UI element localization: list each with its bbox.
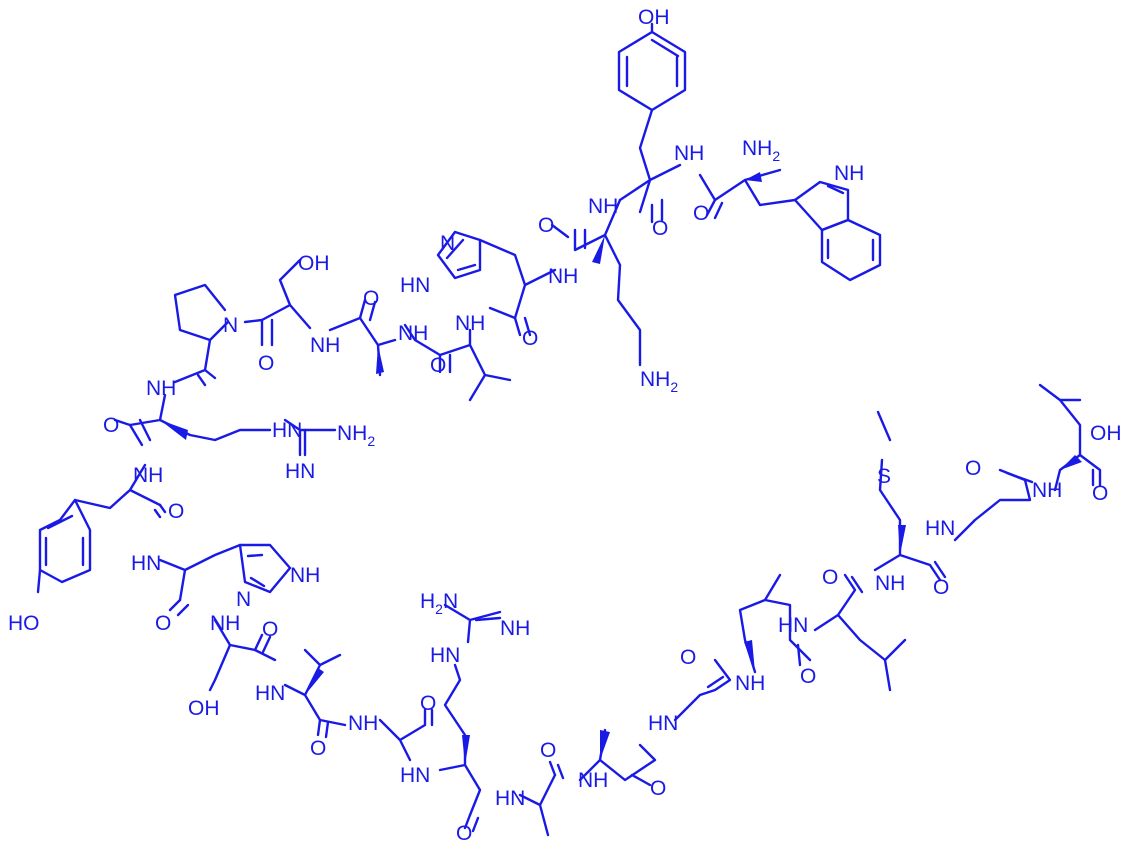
label-n-his2-ring: N [236, 588, 251, 611]
label-hn-his1: HN [400, 274, 430, 297]
label-nh-val-ala: NH [398, 322, 428, 345]
label-o-trp: O [693, 202, 709, 225]
label-o-met: O [933, 576, 949, 599]
label-hn-val-thr: HN [255, 682, 285, 705]
label-hn-gly-met: HN [925, 517, 955, 540]
label-nh-gly-val: NH [348, 712, 378, 735]
label-n-his1: N [440, 232, 455, 255]
label-h2n-guan2: H2N [420, 590, 458, 617]
label-hn-guan1: HN [272, 419, 302, 442]
label-o-gly1: O [420, 692, 436, 715]
label-nh-guan2: NH [500, 617, 530, 640]
label-o-arg2: O [456, 822, 472, 845]
label-hn-his-tyr: HN [131, 552, 161, 575]
label-nh2-guan1: NH2 [337, 422, 375, 449]
label-o-ala1: O [363, 287, 379, 310]
label-nh-ala-ala: NH [578, 769, 608, 792]
label-nh-his-val: NH [455, 312, 485, 335]
label-o-leu2: O [822, 566, 838, 589]
label-oh-acid: OH [1090, 422, 1122, 445]
label-nh-his2-ring: NH [290, 564, 320, 587]
label-o-his1: O [522, 327, 538, 350]
label-o-val1: O [430, 354, 446, 377]
label-hn-guan2: HN [430, 644, 460, 667]
label-hn-gly-ala: HN [648, 712, 678, 735]
label-ho-tyr2: HO [8, 612, 40, 635]
label-o-leu1: O [800, 665, 816, 688]
label-o-ser: O [258, 352, 274, 375]
label-hn-ala-arg: HN [495, 787, 525, 810]
label-o-ala2: O [540, 739, 556, 762]
label-oh-tyr1: OH [638, 6, 670, 29]
label-s-met: S [877, 465, 891, 488]
label-o-gly2: O [680, 646, 696, 669]
label-hn-leu-leu: HN [778, 614, 808, 637]
stereo-wedges [160, 172, 1082, 765]
label-o-tyr1: O [652, 217, 668, 240]
label-hn-arg-gly: HN [400, 764, 430, 787]
label-o-gly3: O [965, 457, 981, 480]
label-nh2-lys: NH2 [640, 368, 678, 395]
label-nh-leu-gly: NH [735, 672, 765, 695]
label-o-lys: O [538, 214, 554, 237]
label-nh-tyr-trp: NH [674, 142, 704, 165]
label-o-thr: O [262, 618, 278, 641]
label-o-ala3: O [650, 777, 666, 800]
atom-labels: OH NH2 NH NH NH O O O NH N HN NH2 OH O N… [8, 6, 1122, 845]
label-nh-leu-gly2: NH [1032, 479, 1062, 502]
label-hn-guan1-imine: HN [285, 460, 315, 483]
label-nh-tyr-arg: NH [133, 464, 163, 487]
label-oh-ser: OH [298, 252, 330, 275]
label-nh-his-lys: NH [548, 265, 578, 288]
label-nh-ala-ser: NH [310, 334, 340, 357]
label-oh-thr: OH [188, 697, 220, 720]
label-o-tyr2: O [168, 500, 184, 523]
label-o-arg1: O [103, 414, 119, 437]
label-nh-lys-tyr: NH [588, 195, 618, 218]
label-nh-pro-arg: NH [146, 377, 176, 400]
label-o-his2: O [155, 612, 171, 635]
label-nh-thr-his: NH [210, 612, 240, 635]
label-nh-met-leu: NH [875, 572, 905, 595]
label-nh2-trp: NH2 [742, 137, 780, 164]
label-nh-indole: NH [834, 162, 864, 185]
label-o-acid: O [1092, 482, 1108, 505]
label-o-val2: O [310, 737, 326, 760]
label-n-pro: N [223, 314, 238, 337]
